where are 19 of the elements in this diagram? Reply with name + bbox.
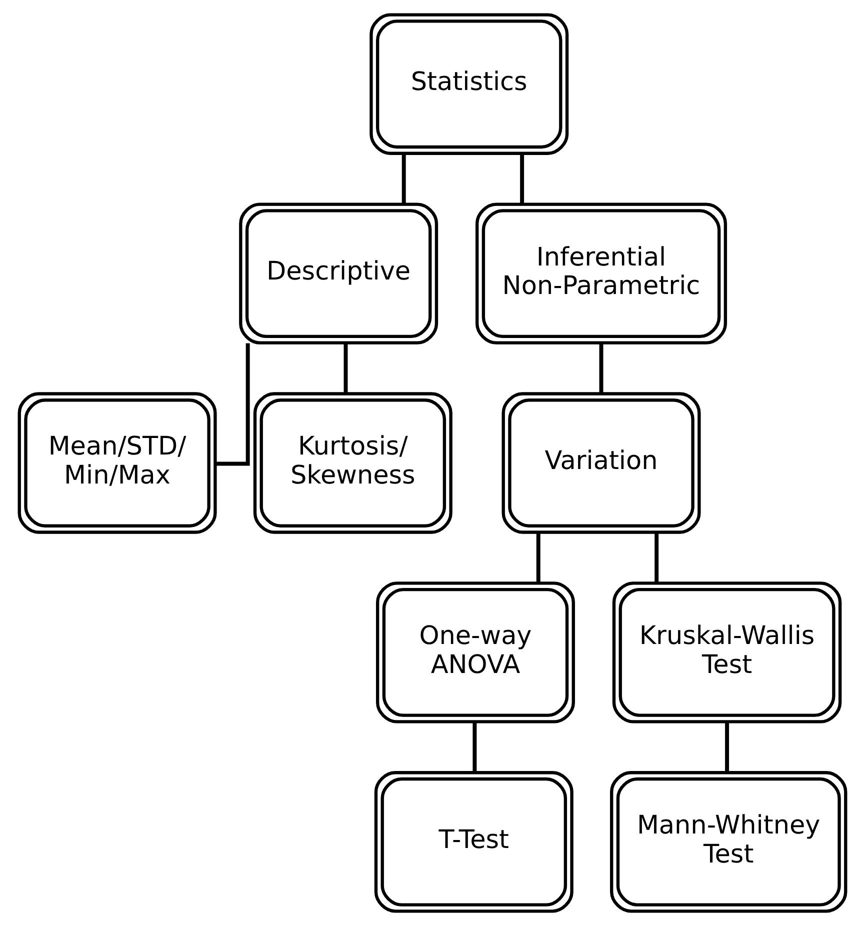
connector (654, 532, 658, 583)
connector (536, 532, 540, 583)
node-box: Statistics (369, 13, 568, 155)
node-box: Mean/STD/ Min/Max (17, 392, 216, 534)
connector (401, 154, 406, 204)
connector (520, 154, 524, 204)
node-box: Inferential Non-Parametric (474, 202, 727, 344)
node-box: Descriptive (238, 202, 438, 344)
node-box: Mann-Whitney Test (610, 771, 847, 913)
connector (724, 722, 729, 772)
node-box: Variation (501, 392, 700, 534)
connector (215, 343, 250, 466)
node-box: Kurtosis/ Skewness (252, 392, 452, 534)
connector (598, 343, 603, 394)
node-box: T-Test (374, 771, 573, 913)
connector (343, 343, 348, 394)
connector (472, 722, 476, 772)
node-box: Kruskal-Wallis Test (612, 582, 842, 724)
node-box: One-way ANOVA (375, 582, 574, 724)
